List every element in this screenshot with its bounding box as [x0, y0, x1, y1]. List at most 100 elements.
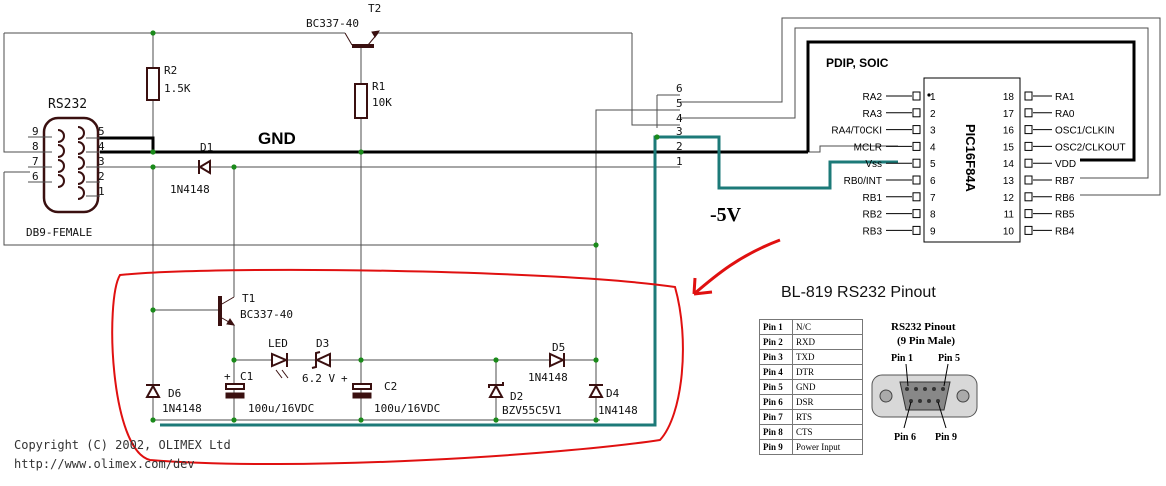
ic-pin-name: RA3 — [863, 109, 883, 120]
ic-pin-box — [1024, 141, 1033, 151]
c1-ref: C1 — [240, 370, 253, 383]
ic-pin-name: OSC1/CLKIN — [1055, 126, 1114, 137]
pic-pin1: Pin 1 — [891, 353, 913, 364]
d1-value: 1N4148 — [170, 183, 210, 196]
ic-pin-box — [1024, 175, 1033, 185]
db9-pin-numbers: 9 8 7 6 5 4 3 2 1 — [32, 125, 105, 198]
ic-pin-name: RA1 — [1055, 92, 1075, 103]
ic-pin-box — [912, 125, 921, 135]
minus5v-label: -5V — [710, 204, 742, 226]
ic-pin-name: RA2 — [863, 92, 883, 103]
rs232-label: RS232 — [48, 97, 87, 112]
ic-pin-number: 13 — [1003, 176, 1015, 187]
ic-pin-box — [1024, 125, 1033, 135]
r1-ref: R1 — [372, 80, 385, 93]
db9-pin-2: 2 — [98, 170, 105, 183]
c1-plus: + — [224, 370, 231, 383]
d4-value: 1N4148 — [598, 404, 638, 417]
ic-pin-box — [912, 175, 921, 185]
d4-diode — [588, 383, 604, 398]
r1-value: 10K — [372, 96, 392, 109]
ic-pin-name: RB1 — [863, 193, 883, 204]
ic-pin-box — [1024, 192, 1033, 202]
db9-pin-8: 8 — [32, 140, 39, 153]
pinout-pin: Pin 4 — [759, 364, 793, 380]
d3-plus: + — [341, 372, 348, 385]
url-text: http://www.olimex.com/dev — [14, 457, 195, 471]
d6-value: 1N4148 — [162, 402, 202, 415]
ic-pin-box — [912, 225, 921, 235]
c2-capacitor — [352, 383, 372, 399]
pinout-pin: Pin 7 — [759, 409, 793, 425]
led-label: LED — [268, 337, 288, 350]
ic-pin-name: RA4/T0CKI — [831, 126, 882, 137]
header-pin-5: 5 — [676, 97, 683, 110]
ic-pin-number: 9 — [930, 226, 936, 237]
ic-pin-box — [1024, 91, 1033, 101]
db9-pin-7: 7 — [32, 155, 39, 168]
ic-pin-number: 5 — [930, 159, 936, 170]
d2-zener — [488, 382, 504, 398]
pinout-signal: TXD — [792, 349, 863, 365]
ic-pin-box — [1024, 209, 1033, 219]
t1-ref: T1 — [242, 292, 255, 305]
ic-pin-number: 7 — [930, 193, 936, 204]
header-pin-6: 6 — [676, 82, 683, 95]
ic-pin-box — [912, 158, 921, 168]
db9-pin-3: 3 — [98, 155, 105, 168]
ic-pin-name: RB3 — [863, 226, 883, 237]
bl819-title: BL-819 RS232 Pinout — [781, 284, 936, 301]
pinout-signal: RXD — [792, 334, 863, 350]
r2-resistor — [146, 67, 160, 101]
db9-pin-1: 1 — [98, 185, 105, 198]
pic-pin5: Pin 5 — [938, 353, 960, 364]
header-pin-2: 2 — [676, 140, 683, 153]
ic-pin-number: 6 — [930, 176, 936, 187]
d6-diode — [145, 383, 161, 398]
ic-pin-number: 8 — [930, 210, 936, 221]
highlight-scribble — [111, 268, 684, 466]
ic-pin-number: 10 — [1003, 226, 1015, 237]
db9-connector — [28, 116, 100, 214]
pinout-signal: RTS — [792, 409, 863, 425]
r2-ref: R2 — [164, 64, 177, 77]
wires — [3, 17, 1161, 421]
c1-value: 100u/16VDC — [248, 402, 314, 415]
ic-pin-name: RB2 — [863, 210, 883, 221]
db9-pin-4: 4 — [98, 140, 105, 153]
pinout-signal: DSR — [792, 394, 863, 410]
t2-value: BC337-40 — [306, 17, 359, 30]
gnd-net — [80, 40, 1136, 162]
ic-pin-name: RB7 — [1055, 176, 1075, 187]
c2-value: 100u/16VDC — [374, 402, 440, 415]
r2-value: 1.5K — [164, 82, 191, 95]
t2-ref: T2 — [368, 2, 381, 15]
d5-diode — [549, 352, 566, 368]
pinout-pin: Pin 9 — [759, 439, 793, 455]
pinout-pin: Pin 3 — [759, 349, 793, 365]
ic-pin-number: 4 — [930, 142, 936, 153]
ic-pin-name: VDD — [1055, 159, 1076, 170]
header-pin-numbers: 6 5 4 3 2 1 — [676, 82, 683, 168]
pinout-signal: CTS — [792, 424, 863, 440]
minus5v-net — [160, 135, 898, 427]
d1-ref: D1 — [200, 141, 213, 154]
ic-pin-number: 11 — [1004, 210, 1015, 221]
ic-pin-box — [912, 141, 921, 151]
d4-ref: D4 — [606, 387, 620, 400]
ic-pin-name: RB4 — [1055, 226, 1075, 237]
header-pin-3: 3 — [676, 125, 683, 138]
ic-pin-number: 2 — [930, 109, 936, 120]
ic-pin-number: 1 — [930, 92, 936, 103]
ic-pin-number: 3 — [930, 126, 936, 137]
d1-diode — [198, 159, 211, 175]
